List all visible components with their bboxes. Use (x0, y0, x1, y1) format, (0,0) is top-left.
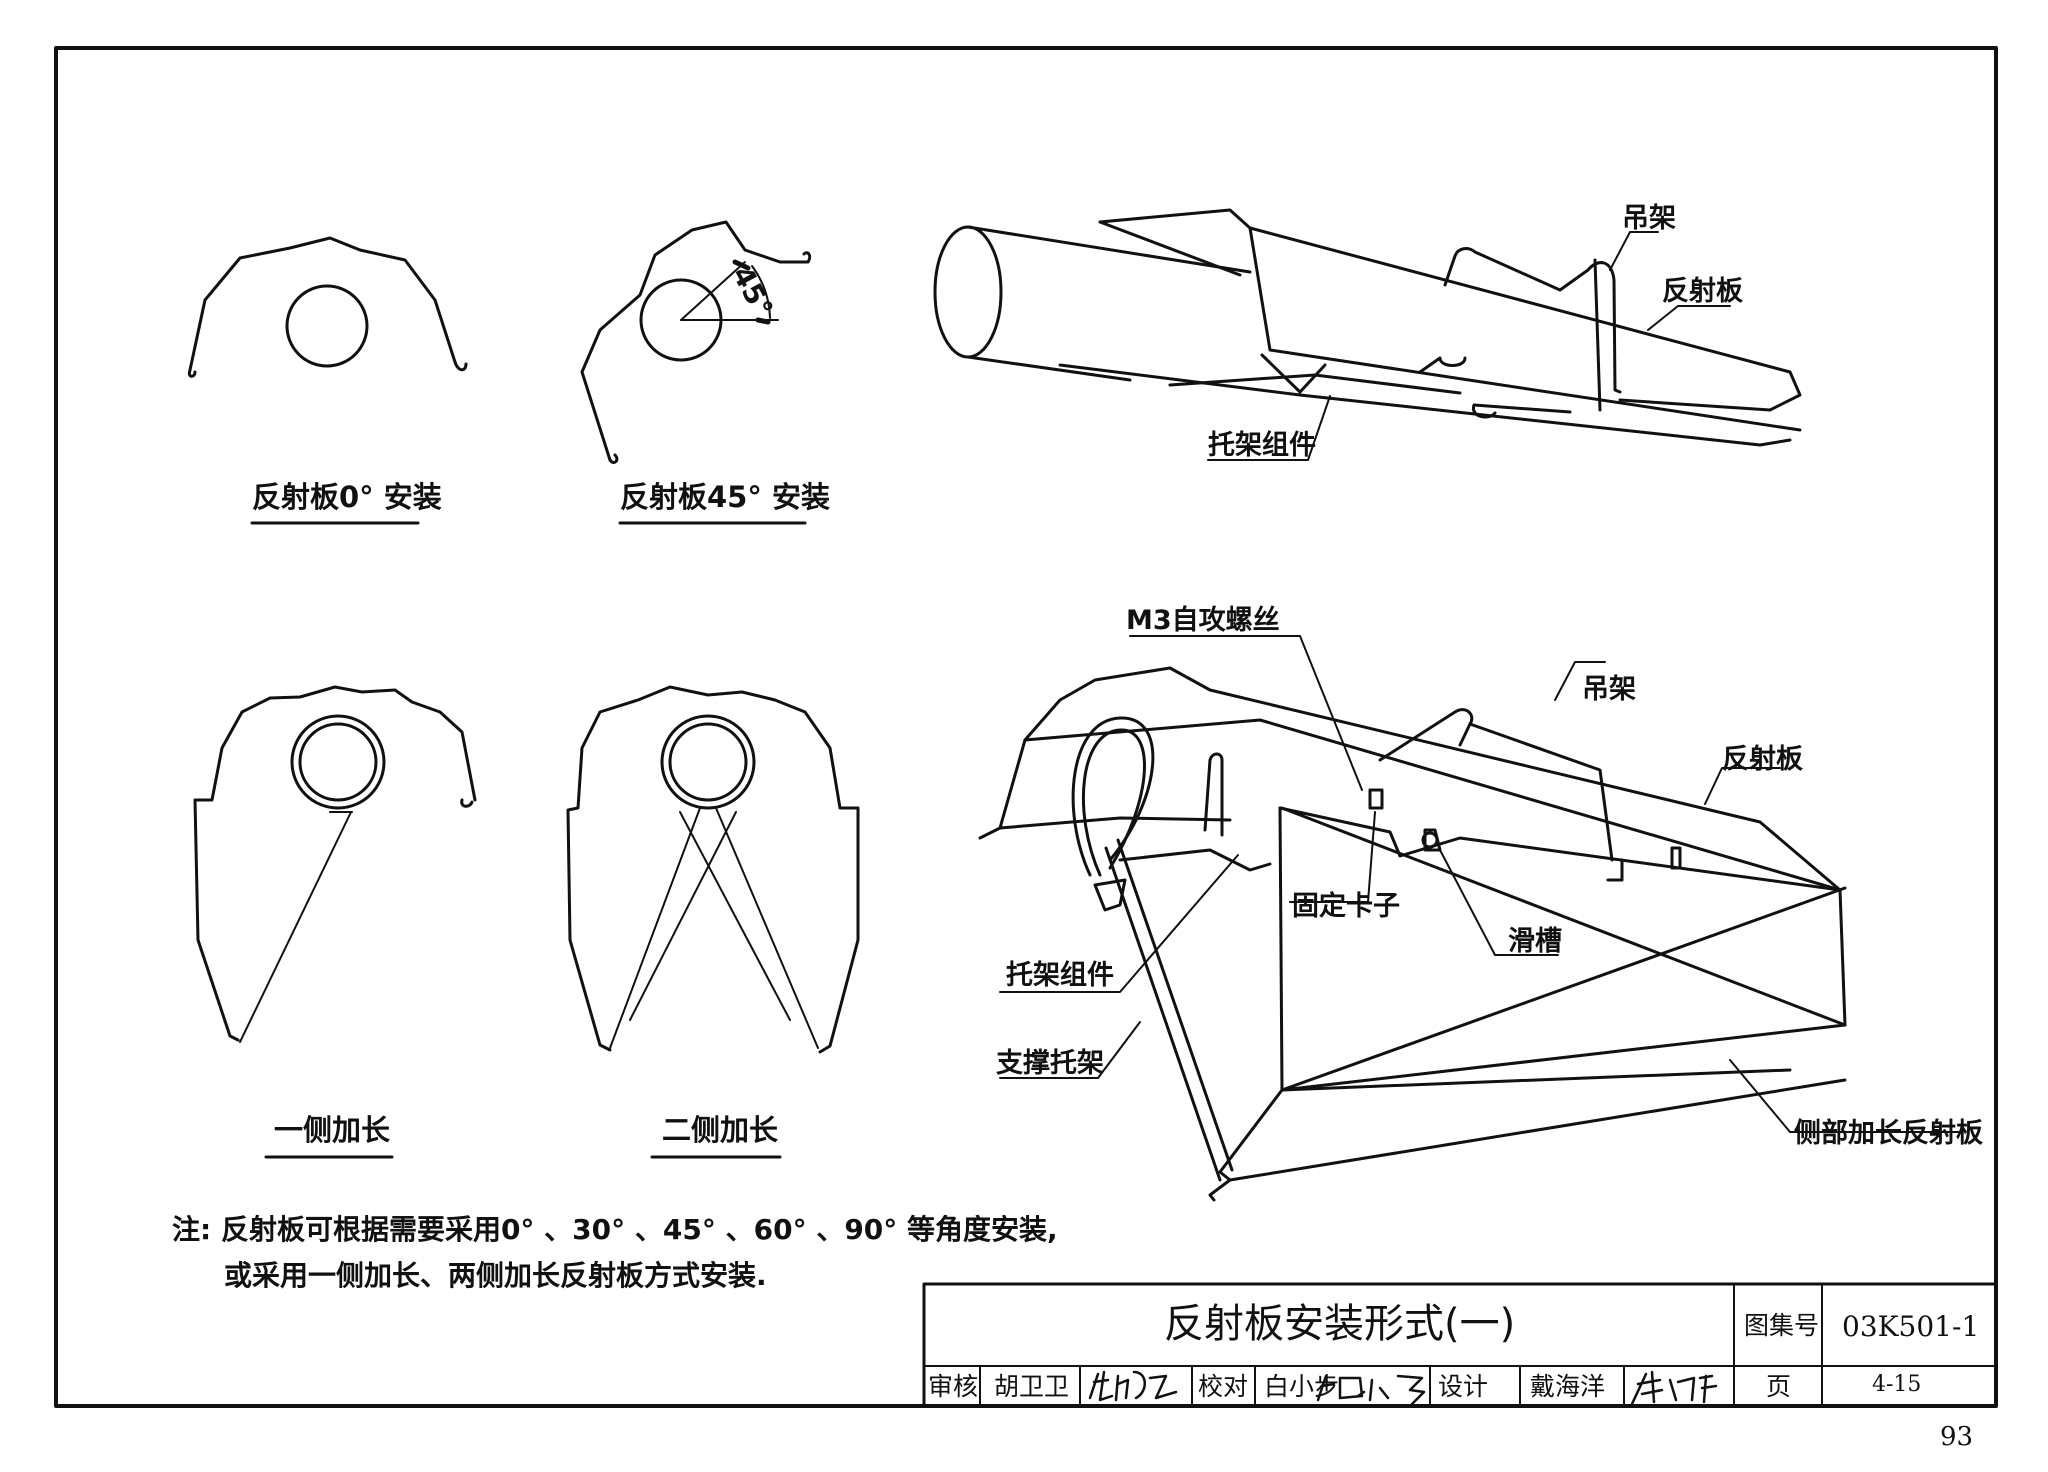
pipe-circle (285, 284, 369, 368)
label-hanger-top: 吊架 (1622, 203, 1676, 234)
label-screw: M3自攻螺丝 (1126, 605, 1280, 636)
profile-one-side (193, 685, 477, 1043)
drawing-title: 反射板安装形式(一) (1164, 1301, 1516, 1347)
checker-name: 白小步 (1264, 1372, 1340, 1401)
label-bracket-top: 托架组件 (1208, 430, 1316, 461)
note-line-2: 或采用一侧加长、两侧加长反射板方式安装. (224, 1259, 767, 1292)
profile-two-side (566, 685, 860, 1054)
label-clip: 固定卡子 (1292, 891, 1400, 922)
atlas-number: 03K501-1 (1842, 1310, 1980, 1343)
profile-45deg (580, 220, 812, 464)
caption-45deg: 反射板45° 安装 (620, 480, 830, 514)
page-number: 93 (1940, 1422, 1974, 1452)
signature-designer (1630, 1370, 1718, 1406)
label-reflector-top: 反射板 (1662, 276, 1743, 307)
label-hanger-bottom: 吊架 (1582, 674, 1636, 705)
profile-0deg (187, 236, 468, 378)
atlas-label: 图集号 (1744, 1311, 1820, 1340)
drawing-frame (54, 46, 1998, 1408)
label-support: 支撑托架 (996, 1048, 1104, 1079)
isometric-pipe-reflector (933, 208, 1802, 447)
label-bracket-bottom: 托架组件 (1006, 960, 1114, 991)
label-reflector-bottom: 反射板 (1722, 744, 1803, 775)
caption-one-side: 一侧加长 (274, 1113, 391, 1147)
page-label: 页 (1766, 1372, 1792, 1401)
label-side-extension: 侧部加长反射板 (1794, 1118, 1983, 1149)
title-block (922, 1282, 1998, 1408)
caption-0deg: 反射板0° 安装 (252, 480, 442, 514)
isometric-extended-reflector (978, 666, 1847, 1202)
review-label: 审核 (928, 1372, 979, 1401)
note-line-1: 注: 反射板可根据需要采用0° 、30° 、45° 、60° 、90° 等角度安… (172, 1213, 1058, 1246)
signature-reviewer (1088, 1370, 1178, 1402)
pipe-end (933, 225, 1003, 359)
signature-checker (1316, 1374, 1426, 1406)
design-label: 设计 (1438, 1372, 1489, 1401)
check-label: 校对 (1198, 1372, 1249, 1401)
designer-name: 戴海洋 (1530, 1372, 1606, 1401)
caption-two-side: 二侧加长 (662, 1113, 779, 1147)
page-code: 4-15 (1872, 1372, 1922, 1397)
reviewer-name: 胡卫卫 (994, 1372, 1070, 1401)
label-slot: 滑槽 (1508, 926, 1562, 957)
